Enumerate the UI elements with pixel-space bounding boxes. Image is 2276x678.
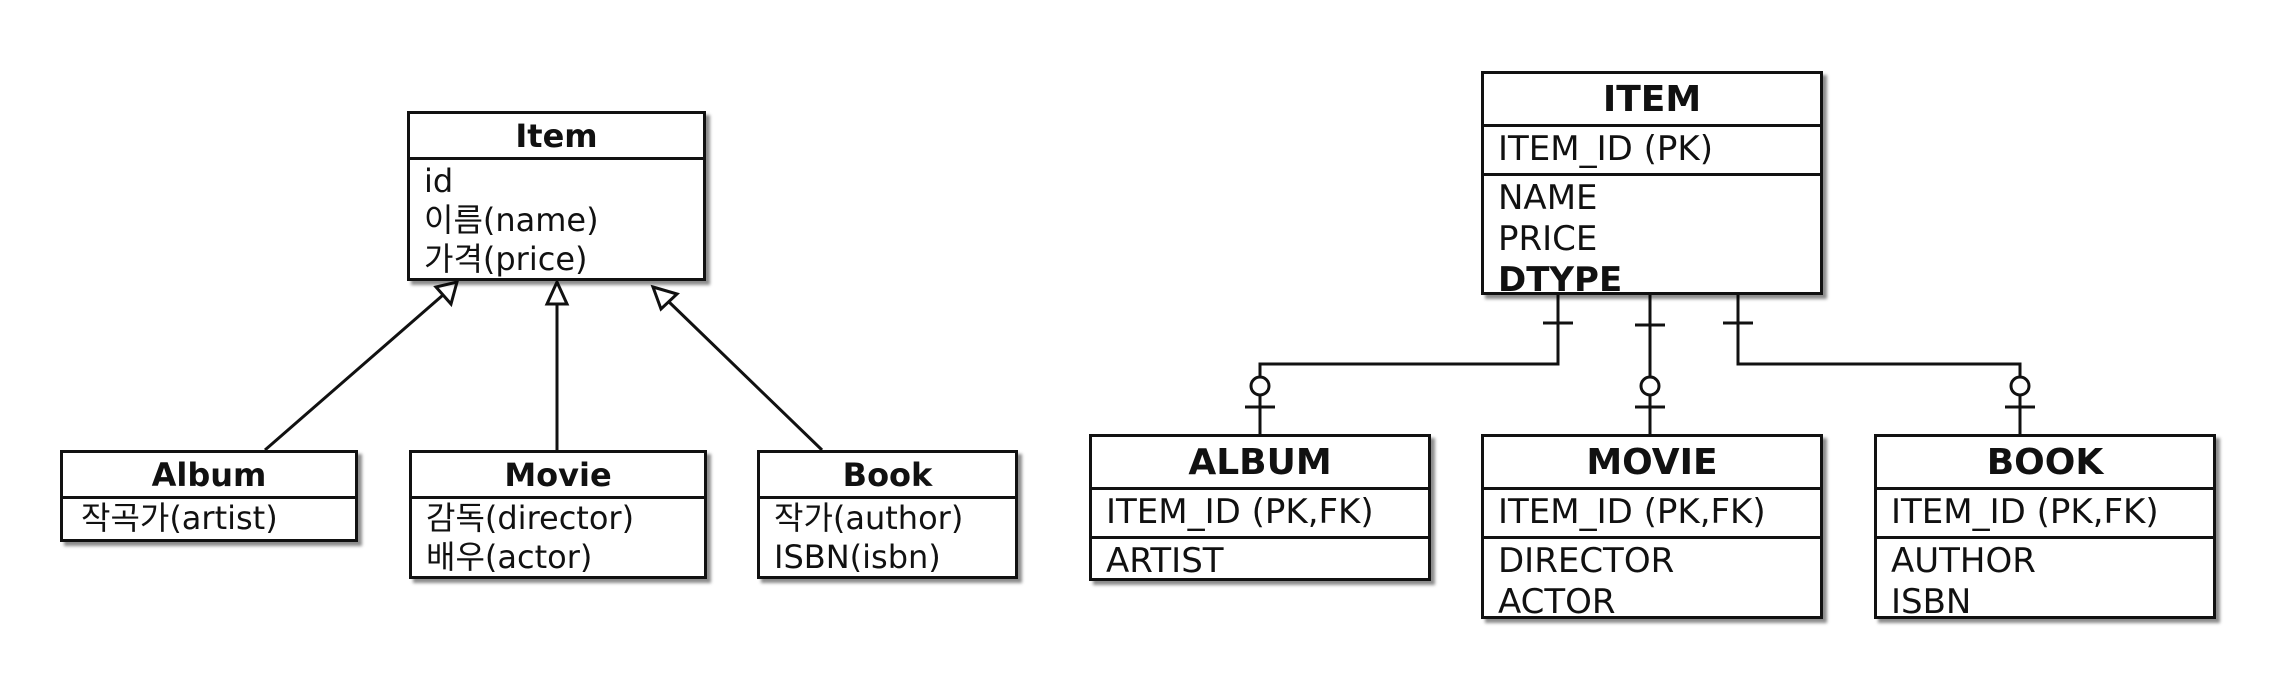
table-columns: ARTIST (1092, 536, 1428, 584)
attribute: 작가(author) (774, 499, 964, 537)
inheritance-arrowhead-book (650, 284, 680, 312)
discriminator-column: DTYPE (1498, 260, 1623, 300)
class-attributes: id 이름(name) 가격(price) (410, 160, 703, 279)
column: ACTOR (1498, 582, 1616, 622)
class-name: Album (63, 453, 355, 499)
attribute: 이름(name) (424, 201, 599, 239)
table-album: ALBUM ITEM_ID (PK,FK) ARTIST (1089, 434, 1431, 581)
column: ITEM_ID (PK,FK) (1106, 492, 1374, 532)
table-columns: NAME PRICE DTYPE (1484, 173, 1820, 303)
class-item: Item id 이름(name) 가격(price) (407, 111, 706, 281)
table-name: MOVIE (1484, 437, 1820, 490)
inheritance-line-book (665, 298, 824, 452)
table-key-columns: ITEM_ID (PK,FK) (1092, 490, 1428, 536)
inheritance-arrowhead-movie (544, 278, 570, 306)
table-name: BOOK (1877, 437, 2213, 490)
attribute: 가격(price) (424, 240, 588, 278)
class-name: Item (410, 114, 703, 160)
class-attributes: 작가(author) ISBN(isbn) (760, 499, 1015, 577)
column: NAME (1498, 178, 1598, 218)
table-book: BOOK ITEM_ID (PK,FK) AUTHOR ISBN (1874, 434, 2216, 622)
table-item: ITEM ITEM_ID (PK) NAME PRICE DTYPE (1481, 71, 1823, 300)
table-name: ITEM (1484, 74, 1820, 127)
erd-line-album (1258, 295, 1560, 436)
inheritance-line-album (264, 293, 444, 452)
table-columns: DIRECTOR ACTOR (1484, 536, 1820, 625)
table-movie: MOVIE ITEM_ID (PK,FK) DIRECTOR ACTOR (1481, 434, 1823, 622)
table-key-columns: ITEM_ID (PK,FK) (1877, 490, 2213, 536)
column: ITEM_ID (PK,FK) (1891, 492, 2159, 532)
class-book: Book 작가(author) ISBN(isbn) (757, 450, 1018, 579)
erd-zero-mark-movie (1639, 375, 1661, 397)
column: ITEM_ID (PK) (1498, 129, 1713, 169)
class-album: Album 작곡가(artist) (60, 450, 358, 542)
table-name: ALBUM (1092, 437, 1428, 490)
class-name: Book (760, 453, 1015, 499)
class-name: Movie (412, 453, 704, 499)
class-attributes: 작곡가(artist) (63, 499, 355, 538)
table-key-columns: ITEM_ID (PK,FK) (1484, 490, 1820, 536)
attribute: id (424, 162, 454, 200)
table-columns: AUTHOR ISBN (1877, 536, 2213, 625)
class-attributes: 감독(director) 배우(actor) (412, 499, 704, 577)
attribute: 감독(director) (426, 499, 635, 537)
column: PRICE (1498, 219, 1598, 259)
attribute: 배우(actor) (426, 538, 593, 576)
erd-zero-mark-album (1249, 375, 1271, 397)
column: ITEM_ID (PK,FK) (1498, 492, 1766, 532)
class-movie: Movie 감독(director) 배우(actor) (409, 450, 707, 579)
attribute: ISBN(isbn) (774, 538, 941, 576)
column: ARTIST (1106, 541, 1224, 581)
column: AUTHOR (1891, 541, 2036, 581)
column: DIRECTOR (1498, 541, 1675, 581)
erd-zero-mark-book (2009, 375, 2031, 397)
erd-line-book (1736, 295, 2022, 436)
inheritance-arrowhead-album (433, 279, 460, 308)
table-key-columns: ITEM_ID (PK) (1484, 127, 1820, 173)
column: ISBN (1891, 582, 1972, 622)
attribute: 작곡가(artist) (81, 499, 278, 537)
